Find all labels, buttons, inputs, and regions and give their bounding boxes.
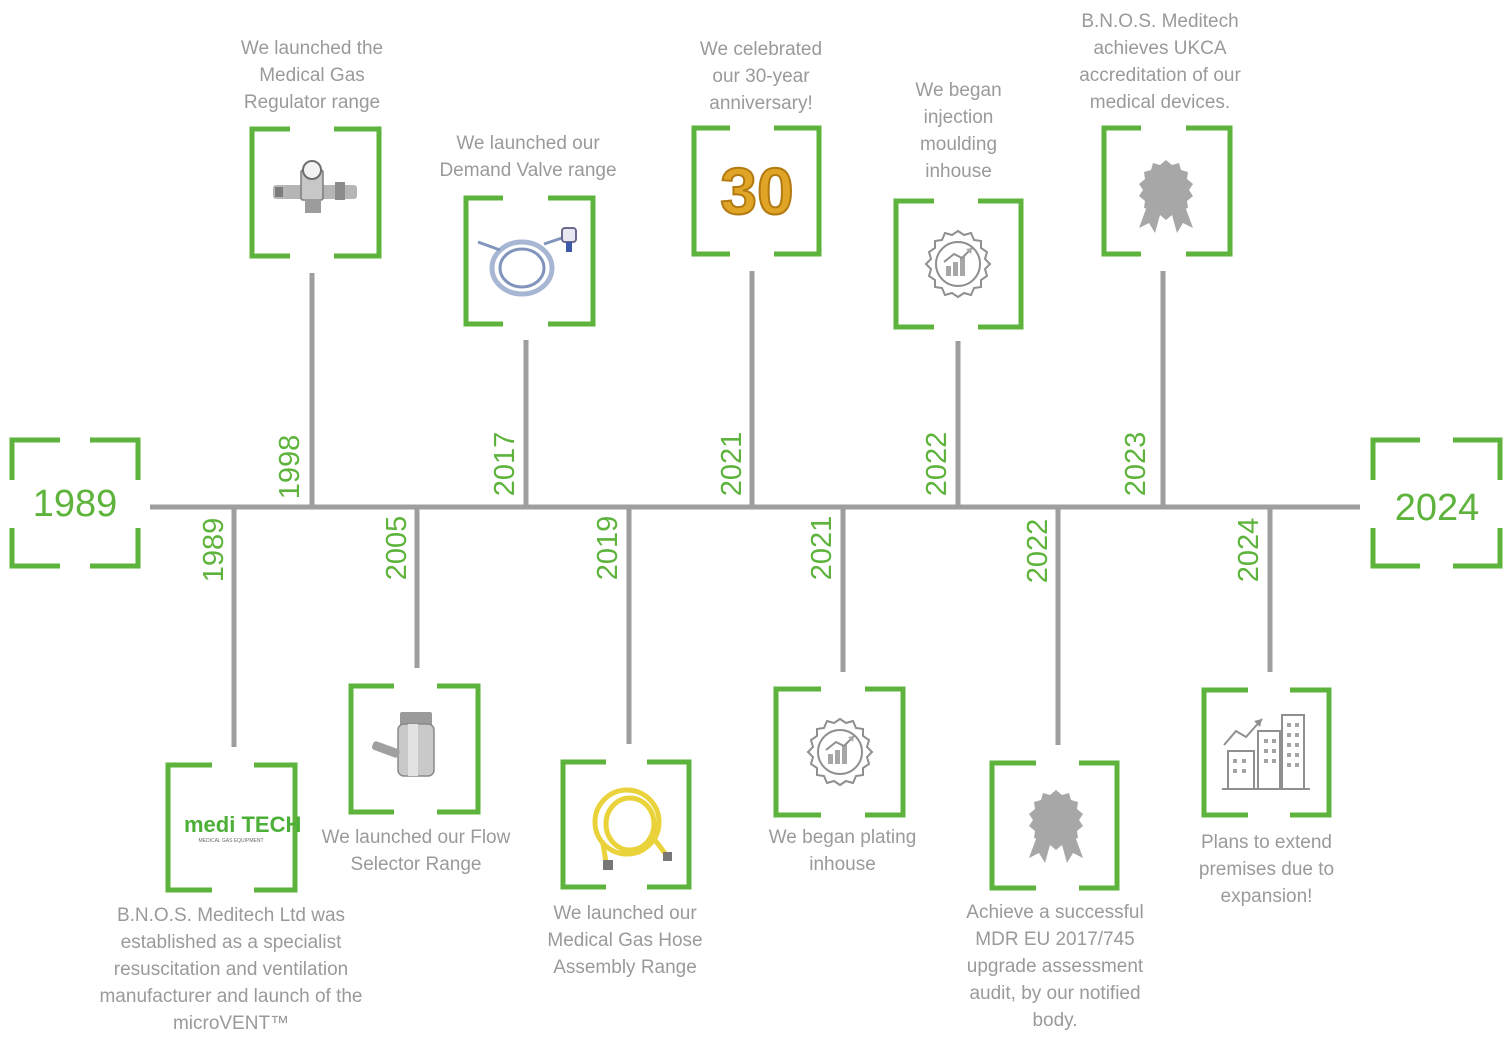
event-text-2022-bottom: Achieve a successful MDR EU 2017/745 upg… <box>966 902 1144 1031</box>
frame-2019 <box>560 759 692 890</box>
frame-2017 <box>463 195 596 327</box>
award-ribbon-icon-2022 <box>1029 790 1083 863</box>
event-text-1989: B.N.O.S. Meditech Ltd was established as… <box>99 905 363 1034</box>
award-ribbon-icon-2023 <box>1139 160 1193 233</box>
frame-2023 <box>1101 125 1233 257</box>
event-text-2023: B.N.O.S. Meditech achieves UKCA accredit… <box>1079 11 1241 113</box>
year-label-2022-top: 2022 <box>921 432 953 497</box>
frame-1989 <box>165 762 298 893</box>
year-label-1998: 1998 <box>274 435 306 500</box>
growth-gear-icon-2022 <box>925 230 991 298</box>
year-label-2022-bottom: 2022 <box>1022 519 1054 584</box>
event-text-2017: We launched our Demand Valve range <box>439 133 617 181</box>
year-label-2005: 2005 <box>381 516 413 581</box>
event-text-2021-bottom: We began plating inhouse <box>768 827 917 875</box>
meditech-logo: medi TECH MEDICAL GAS EQUIPMENT <box>184 812 301 844</box>
demand-valve-icon <box>477 227 577 297</box>
balloon-30-text: 30 <box>720 154 793 228</box>
frame-2005 <box>348 683 481 815</box>
growth-gear-icon-2021 <box>807 718 873 786</box>
event-text-2021-top: We celebrated our 30-year anniversary! <box>699 39 823 114</box>
frame-2021-bottom <box>773 686 906 818</box>
meditech-logo-text: medi TECH <box>184 812 301 837</box>
event-text-2019: We launched our Medical Gas Hose Assembl… <box>547 903 703 978</box>
year-label-2017: 2017 <box>489 432 521 497</box>
frame-2022-bottom <box>989 760 1120 891</box>
year-label-2021-top: 2021 <box>716 432 748 497</box>
event-text-2024: Plans to extend premises due to expansio… <box>1198 832 1335 907</box>
year-label-2024: 2024 <box>1233 518 1265 583</box>
start-year-box: 1989 <box>9 437 141 569</box>
flow-selector-icon <box>371 712 435 777</box>
event-text-1998: We launched the Medical Gas Regulator ra… <box>240 38 384 113</box>
year-label-2023: 2023 <box>1120 432 1152 497</box>
event-text-2022-top: We began injection moulding inhouse <box>915 80 1002 182</box>
year-label-2021-bottom: 2021 <box>806 516 838 581</box>
start-year-label: 1989 <box>33 483 118 525</box>
hose-icon <box>592 787 672 870</box>
end-year-box: 2024 <box>1370 437 1503 569</box>
year-label-1989: 1989 <box>198 518 230 583</box>
frame-2024 <box>1201 687 1332 818</box>
meditech-logo-subtext: MEDICAL GAS EQUIPMENT <box>198 838 263 844</box>
balloon-30-icon: 30 <box>719 153 794 229</box>
end-year-label: 2024 <box>1395 487 1480 529</box>
frame-2022-top <box>893 198 1024 330</box>
event-text-2005: We launched our Flow Selector Range <box>321 827 511 875</box>
frame-2021-top <box>691 125 822 257</box>
buildings-growth-icon <box>1222 714 1310 790</box>
regulator-icon <box>273 160 357 213</box>
year-label-2019: 2019 <box>592 516 624 581</box>
frame-1998 <box>249 126 382 259</box>
